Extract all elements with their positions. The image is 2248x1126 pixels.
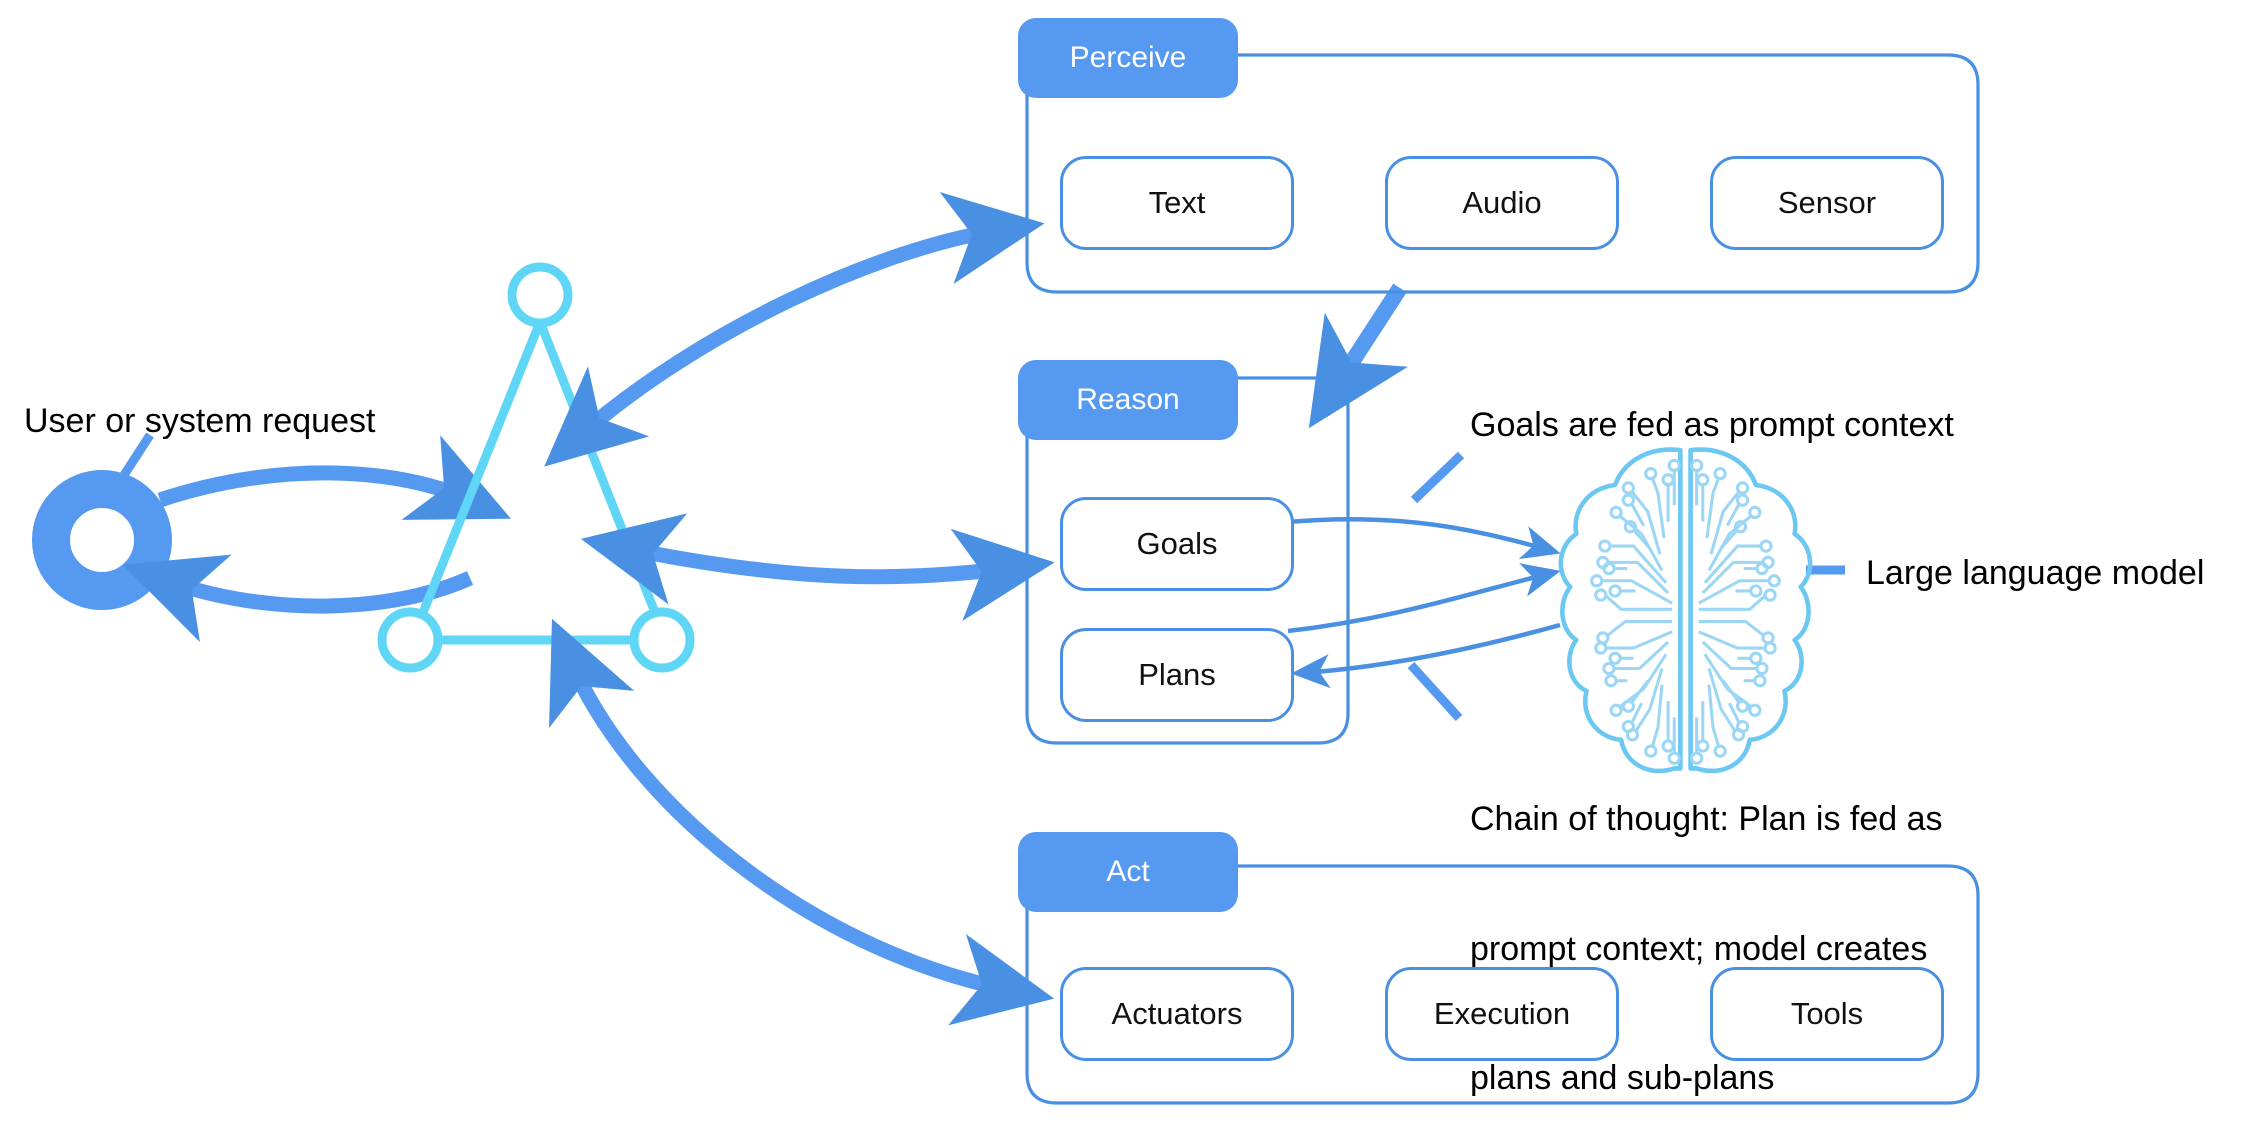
arrow-agent-act [549, 618, 1055, 1026]
chip-goals[interactable]: Goals [1060, 497, 1294, 591]
circuit-brain-icon [1558, 447, 1813, 774]
chip-tools[interactable]: Tools [1710, 967, 1944, 1061]
chip-audio[interactable]: Audio [1385, 156, 1619, 250]
chip-plans[interactable]: Plans [1060, 628, 1294, 722]
arrow-agent-to-request [122, 554, 474, 643]
agent-bottom-left-node [377, 607, 443, 673]
chip-sensor[interactable]: Sensor [1710, 156, 1944, 250]
cot-annotation-leader-line [1407, 661, 1463, 722]
goals-prompt-context-annotation: Goals are fed as prompt context [1470, 406, 1954, 444]
arrow-agent-perceive [544, 192, 1045, 467]
stage-header-reason[interactable]: Reason [1018, 360, 1238, 440]
arrow-plans-to-brain [1287, 563, 1561, 634]
arrow-perceive-to-reason [1308, 283, 1408, 429]
request-node-icon [32, 470, 172, 610]
user-request-label: User or system request [24, 402, 376, 440]
chain-of-thought-annotation: Chain of thought: Plan is fed as prompt … [1470, 712, 1943, 1126]
cot-line-3: plans and sub-plans [1470, 1059, 1775, 1098]
request-leader-line [109, 432, 154, 495]
arrow-goals-to-brain [1287, 516, 1561, 560]
chip-text[interactable]: Text [1060, 156, 1294, 250]
arrow-agent-reason [580, 513, 1055, 621]
chip-actuators[interactable]: Actuators [1060, 967, 1294, 1061]
stage-header-perceive[interactable]: Perceive [1018, 18, 1238, 98]
chip-execution[interactable]: Execution [1385, 967, 1619, 1061]
goals-annotation-leader-line [1410, 451, 1465, 504]
stage-header-act[interactable]: Act [1018, 832, 1238, 912]
arrow-request-to-agent [157, 435, 511, 520]
large-language-model-label: Large language model [1866, 554, 2205, 592]
cot-line-2: prompt context; model creates [1470, 929, 1928, 968]
cot-line-1: Chain of thought: Plan is fed as [1470, 800, 1943, 839]
arrow-brain-to-plans [1291, 622, 1561, 689]
